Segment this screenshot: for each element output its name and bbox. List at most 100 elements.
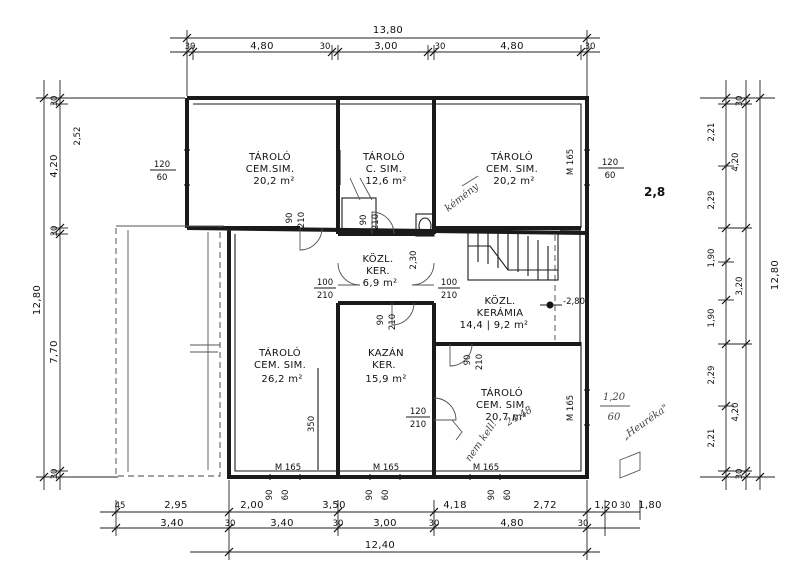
dim-right-seg: 2,21 bbox=[707, 123, 717, 142]
dim-350: 350 bbox=[307, 416, 317, 432]
svg-text:-2,80: -2,80 bbox=[563, 297, 585, 307]
dim-right-seg: 2,29 bbox=[707, 191, 717, 210]
door-width: 90 bbox=[376, 315, 386, 326]
dim-left-seg: 30 bbox=[50, 469, 60, 480]
window-width: 120 bbox=[602, 158, 618, 168]
dim-left-seg: 30 bbox=[50, 96, 60, 107]
note-box-icon bbox=[619, 451, 641, 479]
dim-top-seg: 3,00 bbox=[374, 41, 397, 52]
dimension-labels: 13,80 30 4,80 30 3,00 30 4,80 30 45 2,95… bbox=[32, 25, 781, 551]
dim-top-seg: 30 bbox=[585, 42, 596, 52]
room-storage-3: TÁROLÓ CEM. SIM. 20,2 m² bbox=[486, 150, 538, 187]
dim-bottom-seg: 30 bbox=[620, 501, 631, 511]
svg-text:KÖZL.: KÖZL. bbox=[363, 252, 394, 265]
svg-text:CEM. SIM.: CEM. SIM. bbox=[476, 400, 528, 411]
svg-text:TÁROLÓ: TÁROLÓ bbox=[490, 150, 533, 163]
room-storage-5: TÁROLÓ CEM. SIM. 20,7 m² bbox=[476, 386, 528, 423]
dim-left-seg: 7,70 bbox=[49, 340, 60, 363]
dim-bottom-seg: 3,00 bbox=[373, 518, 396, 529]
door-width: 100 bbox=[317, 278, 333, 288]
door-width: 120 bbox=[410, 407, 426, 417]
door-height: 210 bbox=[441, 291, 457, 301]
arrow-icon bbox=[451, 419, 463, 441]
room-storage-1: TÁROLÓ CEM.SIM. 20,2 m² bbox=[246, 150, 295, 187]
svg-text:12,6 m²: 12,6 m² bbox=[365, 176, 406, 187]
svg-text:KÖZL.: KÖZL. bbox=[485, 294, 516, 307]
sill-height: 60 bbox=[503, 490, 513, 501]
door-height: 210 bbox=[388, 314, 398, 330]
windows bbox=[184, 149, 590, 480]
svg-text:CEM. SIM.: CEM. SIM. bbox=[486, 164, 538, 175]
note-ratio: 60 bbox=[608, 412, 621, 423]
dim-bottom-seg: 1,20 bbox=[594, 500, 617, 511]
level-marker: -2,80 bbox=[540, 297, 585, 309]
dim-left-seg: 2,52 bbox=[73, 127, 83, 146]
dim-right-seg: 1,90 bbox=[707, 309, 717, 328]
dim-bottom-total: 12,40 bbox=[365, 540, 395, 551]
dim-right-seg: 2,21 bbox=[707, 429, 717, 448]
room-corridor-2: KÖZL. KERÁMIA 14,4 | 9,2 m² bbox=[460, 294, 529, 331]
svg-text:6,9 m²: 6,9 m² bbox=[363, 278, 398, 289]
leader-line bbox=[461, 175, 479, 187]
sill-height: 60 bbox=[381, 490, 391, 501]
svg-text:14,4 | 9,2 m²: 14,4 | 9,2 m² bbox=[460, 320, 529, 331]
window-height: 60 bbox=[157, 173, 168, 183]
sill-width: 90 bbox=[365, 490, 375, 501]
svg-text:TÁROLÓ: TÁROLÓ bbox=[480, 386, 523, 399]
svg-text:KER.: KER. bbox=[372, 360, 396, 371]
svg-text:TÁROLÓ: TÁROLÓ bbox=[362, 150, 405, 163]
dim-right-seg: 2,29 bbox=[707, 366, 717, 385]
sill-height: 60 bbox=[281, 490, 291, 501]
sill-width: 90 bbox=[265, 490, 275, 501]
opening-labels: 120 60 120 60 100 210 100 210 120 210 90… bbox=[150, 149, 624, 501]
dim-left-total: 12,80 bbox=[32, 285, 43, 315]
dim-bottom-seg: 30 bbox=[429, 519, 440, 529]
room-boiler: KAZÁN KER. 15,9 m² bbox=[365, 346, 406, 385]
room-corridor-1: KÖZL. KER. 6,9 m² bbox=[363, 252, 398, 289]
dim-top-seg: 30 bbox=[185, 42, 196, 52]
dim-right-total: 12,80 bbox=[770, 260, 781, 290]
dim-bottom-seg: 2,00 bbox=[240, 500, 263, 511]
window-marker: M 165 bbox=[566, 395, 576, 421]
dim-bottom-seg: 2,95 bbox=[164, 500, 187, 511]
svg-text:20,2 m²: 20,2 m² bbox=[253, 176, 294, 187]
dim-top-seg: 30 bbox=[435, 42, 446, 52]
door-swings bbox=[299, 211, 473, 421]
dim-top-total: 13,80 bbox=[373, 25, 403, 36]
svg-text:KERÁMIA: KERÁMIA bbox=[477, 306, 524, 319]
window-marker: M 165 bbox=[373, 463, 399, 473]
dimension-lines bbox=[36, 30, 775, 560]
dim-bottom-seg: 4,18 bbox=[443, 500, 466, 511]
svg-text:TÁROLÓ: TÁROLÓ bbox=[258, 346, 301, 359]
door-width: 90 bbox=[463, 355, 473, 366]
dim-bottom-seg: 30 bbox=[578, 519, 589, 529]
note-not-needed: nem kell! bbox=[463, 419, 499, 464]
walls bbox=[185, 96, 589, 479]
dim-bottom-seg: 1,80 bbox=[638, 500, 661, 511]
room-storage-2: TÁROLÓ C. SIM. 12,6 m² bbox=[362, 150, 406, 187]
svg-text:KAZÁN: KAZÁN bbox=[368, 346, 404, 359]
dim-bottom-seg: 3,50 bbox=[322, 500, 345, 511]
dim-right-seg: 3,20 bbox=[735, 277, 745, 296]
door-height: 210 bbox=[371, 214, 381, 230]
svg-text:26,2 m²: 26,2 m² bbox=[261, 374, 302, 385]
door-width: 90 bbox=[285, 213, 295, 224]
chimney bbox=[341, 177, 435, 237]
svg-text:20,2 m²: 20,2 m² bbox=[493, 176, 534, 187]
svg-text:C. SIM.: C. SIM. bbox=[366, 164, 403, 175]
dim-top-seg: 4,80 bbox=[250, 41, 273, 52]
dim-left-seg: 30 bbox=[50, 226, 60, 237]
dim-right-seg: 4,20 bbox=[731, 153, 741, 172]
dim-bottom-seg: 4,80 bbox=[500, 518, 523, 529]
window-marker: M 165 bbox=[566, 149, 576, 175]
dim-bottom-seg: 3,40 bbox=[270, 518, 293, 529]
svg-text:CEM.SIM.: CEM.SIM. bbox=[246, 164, 295, 175]
dim-bottom-seg: 3,40 bbox=[160, 518, 183, 529]
window-marker: M 165 bbox=[473, 463, 499, 473]
door-width: 100 bbox=[441, 278, 457, 288]
stair-height: 2,30 bbox=[409, 251, 419, 270]
dim-right-seg: 1,90 bbox=[707, 249, 717, 268]
door-width: 90 bbox=[359, 215, 369, 226]
room-storage-4: TÁROLÓ CEM. SIM. 26,2 m² bbox=[254, 346, 306, 385]
